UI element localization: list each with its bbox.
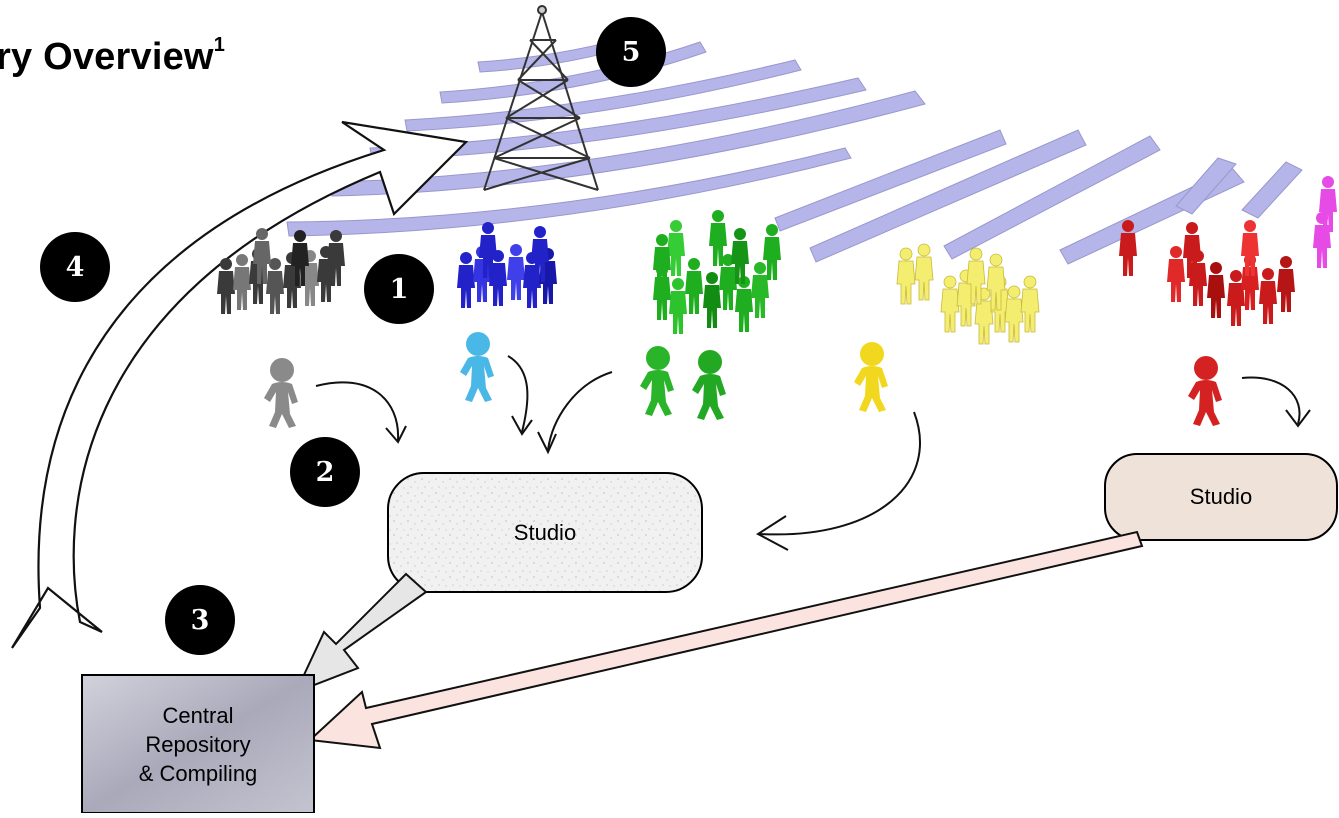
recording-arrows: [315, 355, 1311, 551]
singer-gray: [264, 358, 298, 428]
page-title: ry Overview1: [0, 34, 226, 78]
studio-right-box: [1104, 453, 1338, 541]
studio-left-box: [387, 472, 703, 593]
repository-line-1: Central: [162, 702, 234, 728]
radio-tower: [483, 5, 599, 191]
studio-right-label: Studio: [1189, 484, 1253, 509]
repository-box: [81, 674, 315, 814]
step-badge-1: 1: [364, 254, 434, 324]
broadcast-return-arrow: [11, 120, 469, 649]
studio-left-label: Studio: [513, 519, 577, 545]
transfer-arrow-pink: [307, 530, 1144, 750]
repository-line-2: Repository: [145, 731, 251, 757]
singer-green-a: [640, 346, 674, 416]
listeners-magenta: [1313, 176, 1337, 268]
title-footnote: 1: [213, 34, 226, 57]
listeners-red: [1119, 220, 1295, 326]
repository-label: Central Repository & Compiling: [82, 675, 314, 813]
listeners-yellow: [896, 243, 1040, 345]
step-badge-5: 5: [596, 17, 666, 87]
broadcast-waves: [286, 33, 1303, 265]
step-badge-3: 3: [165, 585, 235, 655]
step-badge-4: 4: [40, 232, 110, 302]
repository-line-3: & Compiling: [138, 760, 258, 786]
singer-cyan: [460, 332, 494, 402]
singer-yellow: [854, 342, 888, 412]
step-badge-2: 2: [290, 437, 360, 507]
singer-red: [1188, 356, 1222, 426]
listeners-blue: [457, 222, 557, 308]
transfer-arrow-gray: [294, 572, 428, 694]
listeners-green: [653, 210, 781, 334]
singer-green-b: [692, 350, 726, 420]
